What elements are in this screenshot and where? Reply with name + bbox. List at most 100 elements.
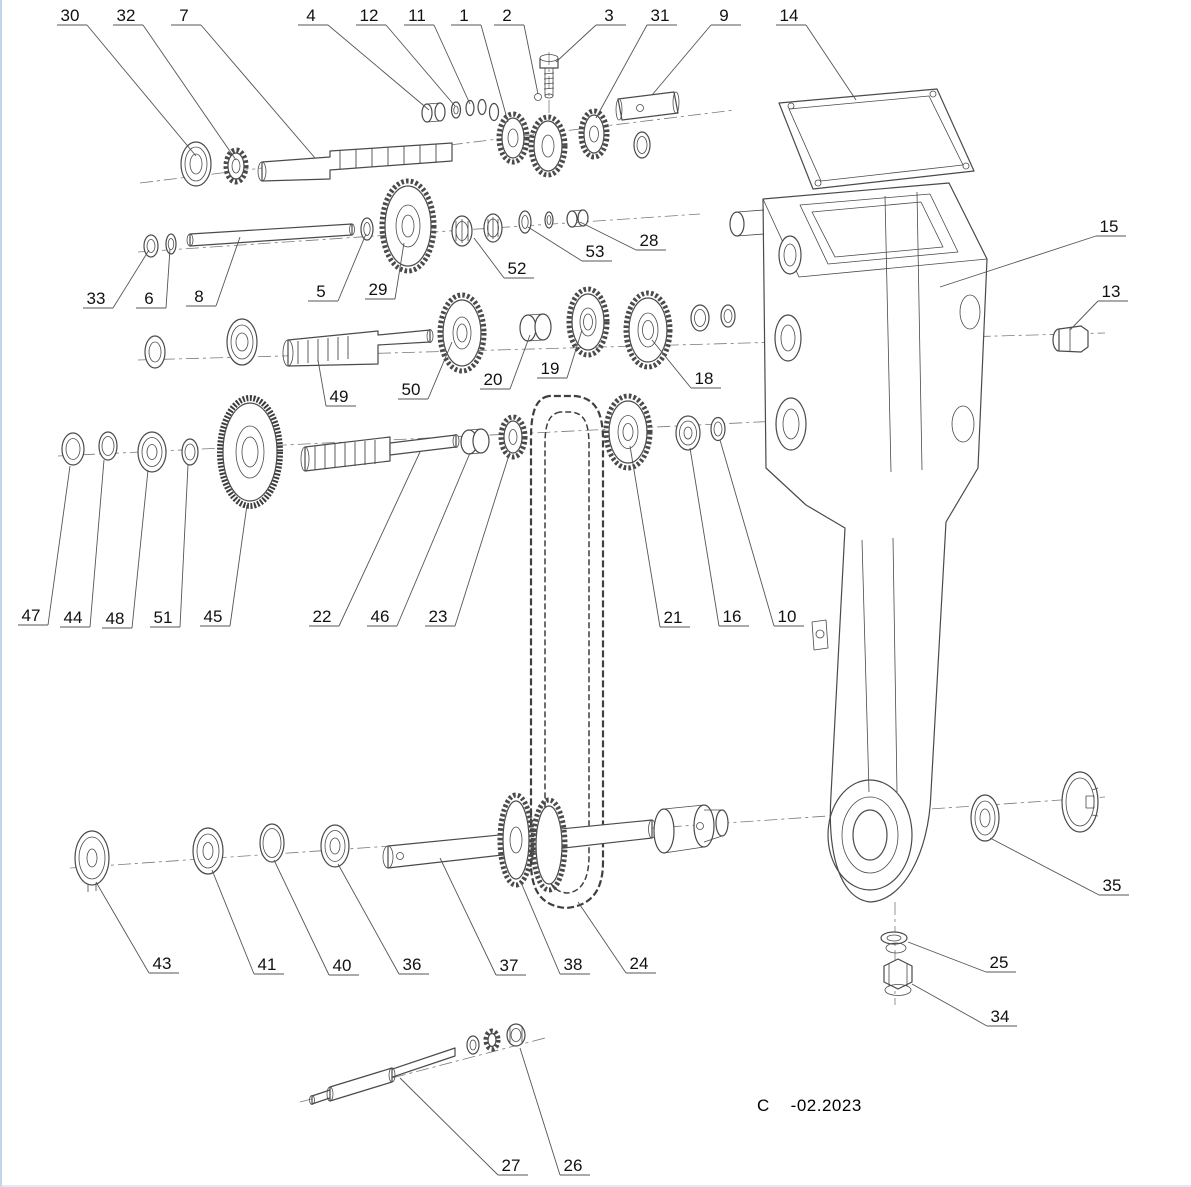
svg-text:36: 36 <box>403 955 422 974</box>
svg-text:37: 37 <box>500 956 519 975</box>
part-label-34: 34 <box>911 983 1017 1027</box>
part-label-23: 23 <box>425 451 511 627</box>
adjuster-rod <box>309 1047 456 1105</box>
idler-gear <box>578 108 610 160</box>
part-label-8: 8 <box>186 236 241 307</box>
spacer-ring <box>710 416 726 442</box>
sleeve <box>421 102 446 123</box>
ball-bearing <box>675 415 701 451</box>
washer-small <box>544 211 554 229</box>
part-label-13: 13 <box>1069 282 1128 331</box>
part-label-26: 26 <box>519 1047 590 1176</box>
ball-bearing <box>137 431 167 473</box>
screw-plug <box>1052 325 1089 353</box>
needle-bearing <box>451 215 473 247</box>
shim-washer <box>518 210 532 234</box>
washer-small <box>450 101 462 119</box>
svg-text:16: 16 <box>723 607 742 626</box>
svg-text:49: 49 <box>330 387 349 406</box>
part-label-15: 15 <box>939 217 1126 288</box>
part-label-46: 46 <box>367 452 471 627</box>
svg-text:53: 53 <box>586 242 605 261</box>
part-label-27: 27 <box>399 1077 528 1176</box>
svg-text:19: 19 <box>541 359 560 378</box>
spur-gear <box>437 292 487 374</box>
part-label-48: 48 <box>102 469 149 629</box>
gearbox-housing <box>729 182 988 903</box>
svg-text:9: 9 <box>719 6 728 25</box>
part-label-47: 47 <box>18 465 71 626</box>
svg-text:26: 26 <box>564 1156 583 1175</box>
pinion-gear <box>496 111 530 165</box>
part-label-53: 53 <box>527 226 612 262</box>
svg-text:35: 35 <box>1103 876 1122 895</box>
spacer-bushing <box>460 428 490 455</box>
ball-bearing <box>192 827 224 875</box>
drive-chain <box>529 394 605 910</box>
end-cap <box>61 432 85 466</box>
page-edge-artifact-left <box>0 0 2 1187</box>
part-label-36: 36 <box>337 863 429 975</box>
splined-gear-shaft <box>300 434 460 472</box>
part-label-6: 6 <box>136 248 171 309</box>
bull-gear <box>217 395 283 509</box>
part-label-41: 41 <box>211 869 284 975</box>
svg-text:32: 32 <box>117 6 136 25</box>
part-label-40: 40 <box>273 859 359 976</box>
svg-text:25: 25 <box>990 953 1009 972</box>
svg-text:34: 34 <box>991 1007 1010 1026</box>
svg-text:4: 4 <box>306 6 315 25</box>
svg-text:23: 23 <box>429 607 448 626</box>
revision-code: C -02.2023 <box>757 1096 862 1115</box>
part-label-30: 30 <box>57 6 197 157</box>
svg-text:20: 20 <box>484 370 503 389</box>
end-cap <box>144 335 166 369</box>
svg-text:24: 24 <box>630 954 649 973</box>
part-label-7: 7 <box>171 6 316 159</box>
svg-text:11: 11 <box>408 6 426 25</box>
output-shaft-assembly <box>74 771 1099 893</box>
svg-text:22: 22 <box>313 607 332 626</box>
part-label-33: 33 <box>83 249 150 309</box>
lock-washer <box>483 1028 501 1052</box>
part-label-21: 21 <box>629 445 690 628</box>
part-label-52: 52 <box>473 237 534 279</box>
input-shaft-assembly <box>180 54 680 187</box>
tensioner-rod-assembly <box>309 1023 526 1105</box>
spur-gear <box>623 290 673 370</box>
svg-text:18: 18 <box>695 369 714 388</box>
ball-bearing <box>970 794 1000 842</box>
splined-bushing <box>223 147 249 185</box>
part-label-19: 19 <box>537 329 583 379</box>
spring-washer <box>98 431 118 461</box>
part-label-44: 44 <box>60 459 105 628</box>
part-label-37: 37 <box>439 857 526 976</box>
svg-text:10: 10 <box>778 607 797 626</box>
svg-text:48: 48 <box>106 609 125 628</box>
part-label-29: 29 <box>365 242 405 300</box>
svg-text:47: 47 <box>22 606 41 625</box>
countershaft-assembly <box>144 286 1089 374</box>
svg-text:43: 43 <box>153 954 172 973</box>
ball-bearing <box>180 141 212 187</box>
spacer-bushing <box>519 313 552 342</box>
svg-text:51: 51 <box>154 608 173 627</box>
part-label-28: 28 <box>579 221 666 251</box>
svg-text:33: 33 <box>87 289 106 308</box>
spur-gear-large <box>379 178 437 274</box>
chain-sprocket <box>497 792 535 888</box>
cover-gasket <box>778 88 975 190</box>
ball-bearing <box>226 318 258 366</box>
svg-text:46: 46 <box>371 607 390 626</box>
part-label-12: 12 <box>356 6 456 107</box>
part-label-20: 20 <box>480 334 531 390</box>
svg-text:31: 31 <box>651 6 670 25</box>
drain-bolt <box>883 958 913 996</box>
svg-text:14: 14 <box>780 6 799 25</box>
svg-text:38: 38 <box>564 955 583 974</box>
part-label-50: 50 <box>398 341 453 400</box>
spur-gear <box>566 286 610 358</box>
spacer-ring <box>720 304 736 328</box>
shift-shaft <box>615 91 680 121</box>
